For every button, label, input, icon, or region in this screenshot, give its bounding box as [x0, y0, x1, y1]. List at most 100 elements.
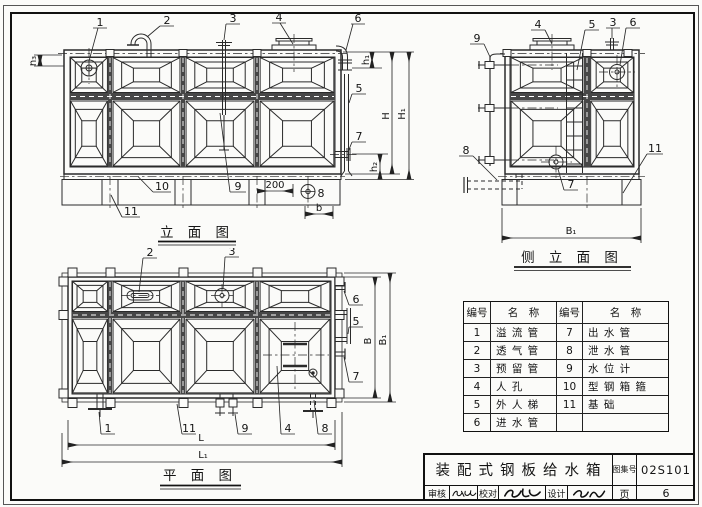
part-name-cell: 型 钢 箱 箍 [582, 377, 668, 395]
callout-9-label: 9 [235, 180, 242, 193]
part-no-cell: 2 [464, 341, 490, 359]
atlas-number-label: 图集号 [612, 455, 636, 485]
plan-dim-B-label: B [363, 337, 374, 344]
plan-callout-7-label: 7 [353, 370, 360, 383]
part-name-cell: 水 位 计 [582, 359, 668, 377]
plan-callout-6-label: 6 [353, 293, 360, 306]
drawing-title: 装配式钢板给水箱 [435, 463, 608, 480]
part-name-cell: 外 人 梯 [490, 395, 556, 413]
plan-dim-B1-label: B₁ [378, 335, 389, 346]
side-foundation [498, 173, 645, 211]
plan-dim-L-label: L [198, 433, 204, 444]
elevation-labels: 1 2 3 4 6 5 7 10 9 200 8 11 b h₃ h₁ h₂ H… [30, 11, 408, 246]
plan-view: 2 3 6 5 7 1 11 9 4 8 L L₁ B B₁ 平 面 图 [58, 248, 396, 490]
checker-label: 校对 [477, 485, 498, 501]
part-name-cell: 基 础 [582, 395, 668, 413]
dim-H-label: H [381, 112, 392, 120]
plan-callout-3-label: 3 [229, 248, 236, 258]
gauge-nozzles [478, 61, 558, 164]
checker-signature [498, 485, 545, 501]
side-callout-leaders [459, 27, 663, 194]
plan-callout-9-label: 9 [242, 422, 249, 435]
callout-7-label: 7 [356, 130, 363, 143]
parts-table-header-name-2: 名 称 [582, 302, 668, 323]
plan-title: 平 面 图 [163, 468, 237, 484]
reviewer-label: 审核 [427, 489, 446, 500]
part-name-cell: 预 留 管 [490, 359, 556, 377]
parts-table-header-name-1: 名 称 [490, 302, 556, 323]
dim-200-label: 200 [265, 180, 284, 191]
plan-callout-5-label: 5 [353, 315, 360, 328]
side-labels: 9 4 5 3 6 8 7 11 B₁ 侧 立 面 图 [463, 16, 662, 271]
side-callout-8-label: 8 [463, 144, 470, 157]
callout-3-label: 3 [230, 12, 237, 25]
elevation-dimensions [34, 51, 414, 219]
part-name-cell: 进 水 管 [490, 413, 556, 431]
elevation-tank-body [58, 49, 347, 175]
callout-6-label: 6 [355, 12, 362, 25]
callout-11-label: 11 [124, 205, 138, 218]
dim-b-label: b [316, 203, 322, 214]
dim-h2-label: h₂ [369, 162, 380, 172]
atlas-number-value: 02S101 [636, 455, 695, 485]
plan-fittings [88, 282, 351, 418]
callout-10-label: 10 [155, 180, 169, 193]
checker-signature-scribble [504, 488, 541, 498]
callout-4-label: 4 [276, 11, 283, 24]
elevation-fittings [80, 33, 358, 199]
elevation-view: 1 2 3 4 6 5 7 10 9 200 8 11 b h₃ h₁ h₂ H… [30, 11, 414, 246]
part-name-cell: 溢 流 管 [490, 323, 556, 341]
side-callout-4-label: 4 [535, 18, 542, 31]
part-no-cell: 6 [464, 413, 490, 431]
reviewer-signature-scribble [451, 489, 476, 497]
part-no-cell: 8 [556, 341, 582, 359]
dim-h3-label: h₃ [30, 56, 39, 66]
elevation-title: 立 面 图 [160, 225, 234, 241]
part-name-cell [582, 413, 668, 431]
part-no-cell [556, 413, 582, 431]
callout-8-label: 8 [318, 187, 325, 200]
part-no-cell: 1 [464, 323, 490, 341]
part-name-cell: 透 气 管 [490, 341, 556, 359]
sheet-outer-border [3, 5, 699, 505]
side-elevation-view: 9 4 5 3 6 8 7 11 B₁ 侧 立 面 图 [459, 16, 663, 271]
page-number-value: 6 [636, 485, 695, 501]
designer-label: 设计 [545, 485, 567, 501]
sheet-inner-border [10, 12, 695, 501]
side-dimensions [501, 208, 642, 243]
part-name-cell: 泄 水 管 [582, 341, 668, 359]
title-block: 装配式钢板给水箱 图集号 02S101 审核 校对 设计 [423, 453, 695, 501]
designer-signature-scribble [572, 489, 606, 498]
part-no-cell: 11 [556, 395, 582, 413]
plan-labels: 2 3 6 5 7 1 11 9 4 8 L L₁ B B₁ 平 面 图 [105, 248, 389, 490]
plan-callout-11-label: 11 [182, 422, 196, 435]
plan-callout-leaders [98, 256, 363, 435]
side-elevation-title: 侧 立 面 图 [521, 250, 623, 266]
parts-table: 编号 名 称 编号 名 称 1 溢 流 管 7 出 水 管 2 透 气 管 8 … [463, 301, 669, 432]
elevation-foundation [60, 173, 345, 211]
designer-signature [567, 485, 612, 501]
plan-callout-8-label: 8 [322, 422, 329, 435]
part-no-cell: 3 [464, 359, 490, 377]
plan-dimensions [61, 272, 396, 467]
callout-5-label: 5 [356, 82, 363, 95]
dim-h1-label: h₁ [361, 55, 372, 65]
callout-2-label: 2 [164, 14, 171, 27]
page-label: 页 [612, 485, 636, 501]
plan-callout-2-label: 2 [147, 248, 154, 259]
side-callout-3-label: 3 [610, 16, 617, 29]
part-name-cell: 人 孔 [490, 377, 556, 395]
dim-H1-label: H₁ [397, 108, 408, 120]
side-callout-6-label: 6 [630, 16, 637, 29]
plan-tank-body [58, 267, 345, 408]
part-no-cell: 5 [464, 395, 490, 413]
side-callout-9-label: 9 [474, 32, 481, 45]
reviewer-signature [449, 485, 477, 501]
part-name-cell: 出 水 管 [582, 323, 668, 341]
plan-callout-1-label: 1 [105, 422, 112, 435]
plan-dim-L1-label: L₁ [198, 450, 208, 461]
plan-callout-4-label: 4 [285, 422, 292, 435]
part-no-cell: 4 [464, 377, 490, 395]
side-callout-7-label: 7 [568, 178, 575, 191]
